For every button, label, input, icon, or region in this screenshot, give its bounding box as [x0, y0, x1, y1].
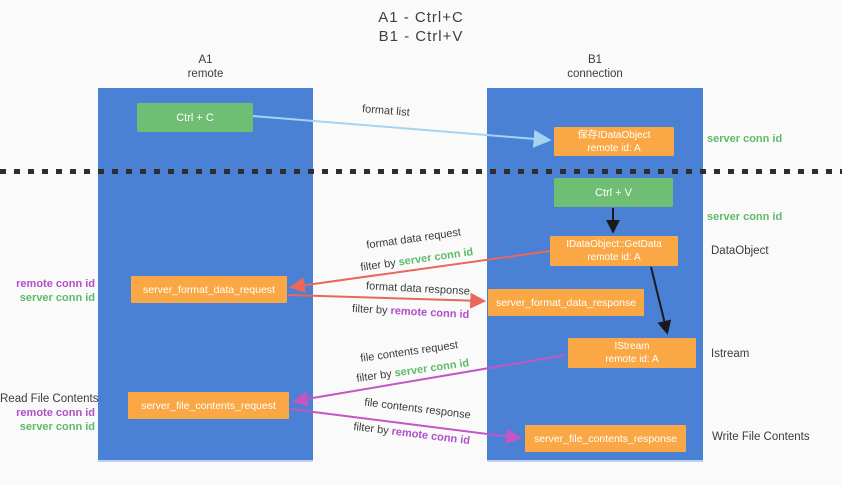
getdata-line1: IDataObject::GetData: [566, 239, 662, 250]
filter-by-text: filter by: [359, 256, 400, 274]
remote-conn-id-key: remote conn id: [390, 425, 471, 448]
istream-side-label: Istream: [711, 348, 750, 360]
ctrl-v-box: Ctrl + V: [554, 178, 673, 207]
file-contents-response-label: file contents response: [363, 396, 472, 422]
server-format-data-request-box: server_format_data_request: [131, 276, 287, 303]
server-file-contents-request-label: server_file_contents_request: [141, 399, 276, 412]
column-b-header: B1 connection: [487, 53, 703, 81]
file-contents-response-filter-label: filter by remote conn id: [353, 421, 471, 447]
server-file-contents-response-label: server_file_contents_response: [533, 432, 677, 445]
server-conn-id-mid-label: server conn id: [707, 211, 783, 223]
file-remote-conn-id-label: remote conn id: [16, 407, 95, 419]
column-a-header: A1 remote: [98, 53, 313, 81]
title-line-1: A1 - Ctrl+C: [378, 9, 464, 26]
file-conn-ids: Read File Contents remote conn id server…: [0, 392, 99, 434]
getdata-line2: remote id: A: [587, 252, 641, 263]
format-data-request-filter-label: filter by server conn id: [360, 246, 474, 274]
ctrl-c-label: Ctrl + C: [176, 111, 214, 124]
ctrl-v-label: Ctrl + V: [595, 186, 632, 199]
server-conn-id-key: server conn id: [397, 246, 475, 269]
title-line-2: B1 - Ctrl+V: [378, 28, 464, 45]
column-a-name: A1: [198, 54, 213, 66]
format-data-response-filter-label: filter by remote conn id: [352, 303, 470, 321]
format-server-conn-id-label: server conn id: [19, 292, 95, 304]
save-idataobject-box: 保存IDataObject remote id: A: [554, 127, 674, 156]
format-remote-conn-id-label: remote conn id: [16, 278, 95, 290]
dotted-divider: [0, 169, 842, 174]
server-format-data-response-box: server_format_data_response: [488, 289, 644, 316]
server-file-contents-request-box: server_file_contents_request: [128, 392, 289, 419]
write-file-contents-label: Write File Contents: [712, 431, 810, 443]
istream-box: IStream remote id: A: [568, 338, 696, 368]
server-conn-id-top-label: server conn id: [707, 133, 783, 145]
format-data-response-label: format data response: [365, 280, 471, 298]
format-data-request-label: format data request: [365, 226, 462, 252]
dataobject-label: DataObject: [711, 245, 769, 257]
istream-line2: remote id: A: [605, 354, 659, 365]
ctrl-c-box: Ctrl + C: [137, 103, 253, 132]
idataobject-getdata-box: IDataObject::GetData remote id: A: [550, 236, 678, 266]
filter-by-text: filter by: [351, 302, 391, 317]
save-idataobject-line2: remote id: A: [587, 142, 641, 154]
save-idataobject-line1: 保存IDataObject: [577, 129, 651, 141]
filter-by-text: filter by: [355, 367, 396, 385]
format-list-label: format list: [361, 103, 411, 119]
diagram-title: A1 - Ctrl+C B1 - Ctrl+V: [0, 8, 842, 46]
file-server-conn-id-label: server conn id: [19, 421, 95, 433]
filter-by-text: filter by: [352, 420, 393, 438]
remote-conn-id-key: remote conn id: [390, 304, 470, 322]
server-conn-id-key: server conn id: [393, 357, 471, 380]
column-a-subtitle: remote: [187, 68, 224, 80]
server-file-contents-response-box: server_file_contents_response: [525, 425, 686, 452]
istream-line1: IStream: [614, 341, 650, 352]
read-file-contents-label: Read File Contents: [0, 393, 99, 405]
server-format-data-request-label: server_format_data_request: [143, 283, 275, 296]
column-b-name: B1: [587, 54, 603, 66]
format-conn-ids: remote conn id server conn id: [0, 277, 95, 305]
column-b-subtitle: connection: [567, 68, 623, 80]
server-format-data-response-label: server_format_data_response: [495, 296, 637, 309]
